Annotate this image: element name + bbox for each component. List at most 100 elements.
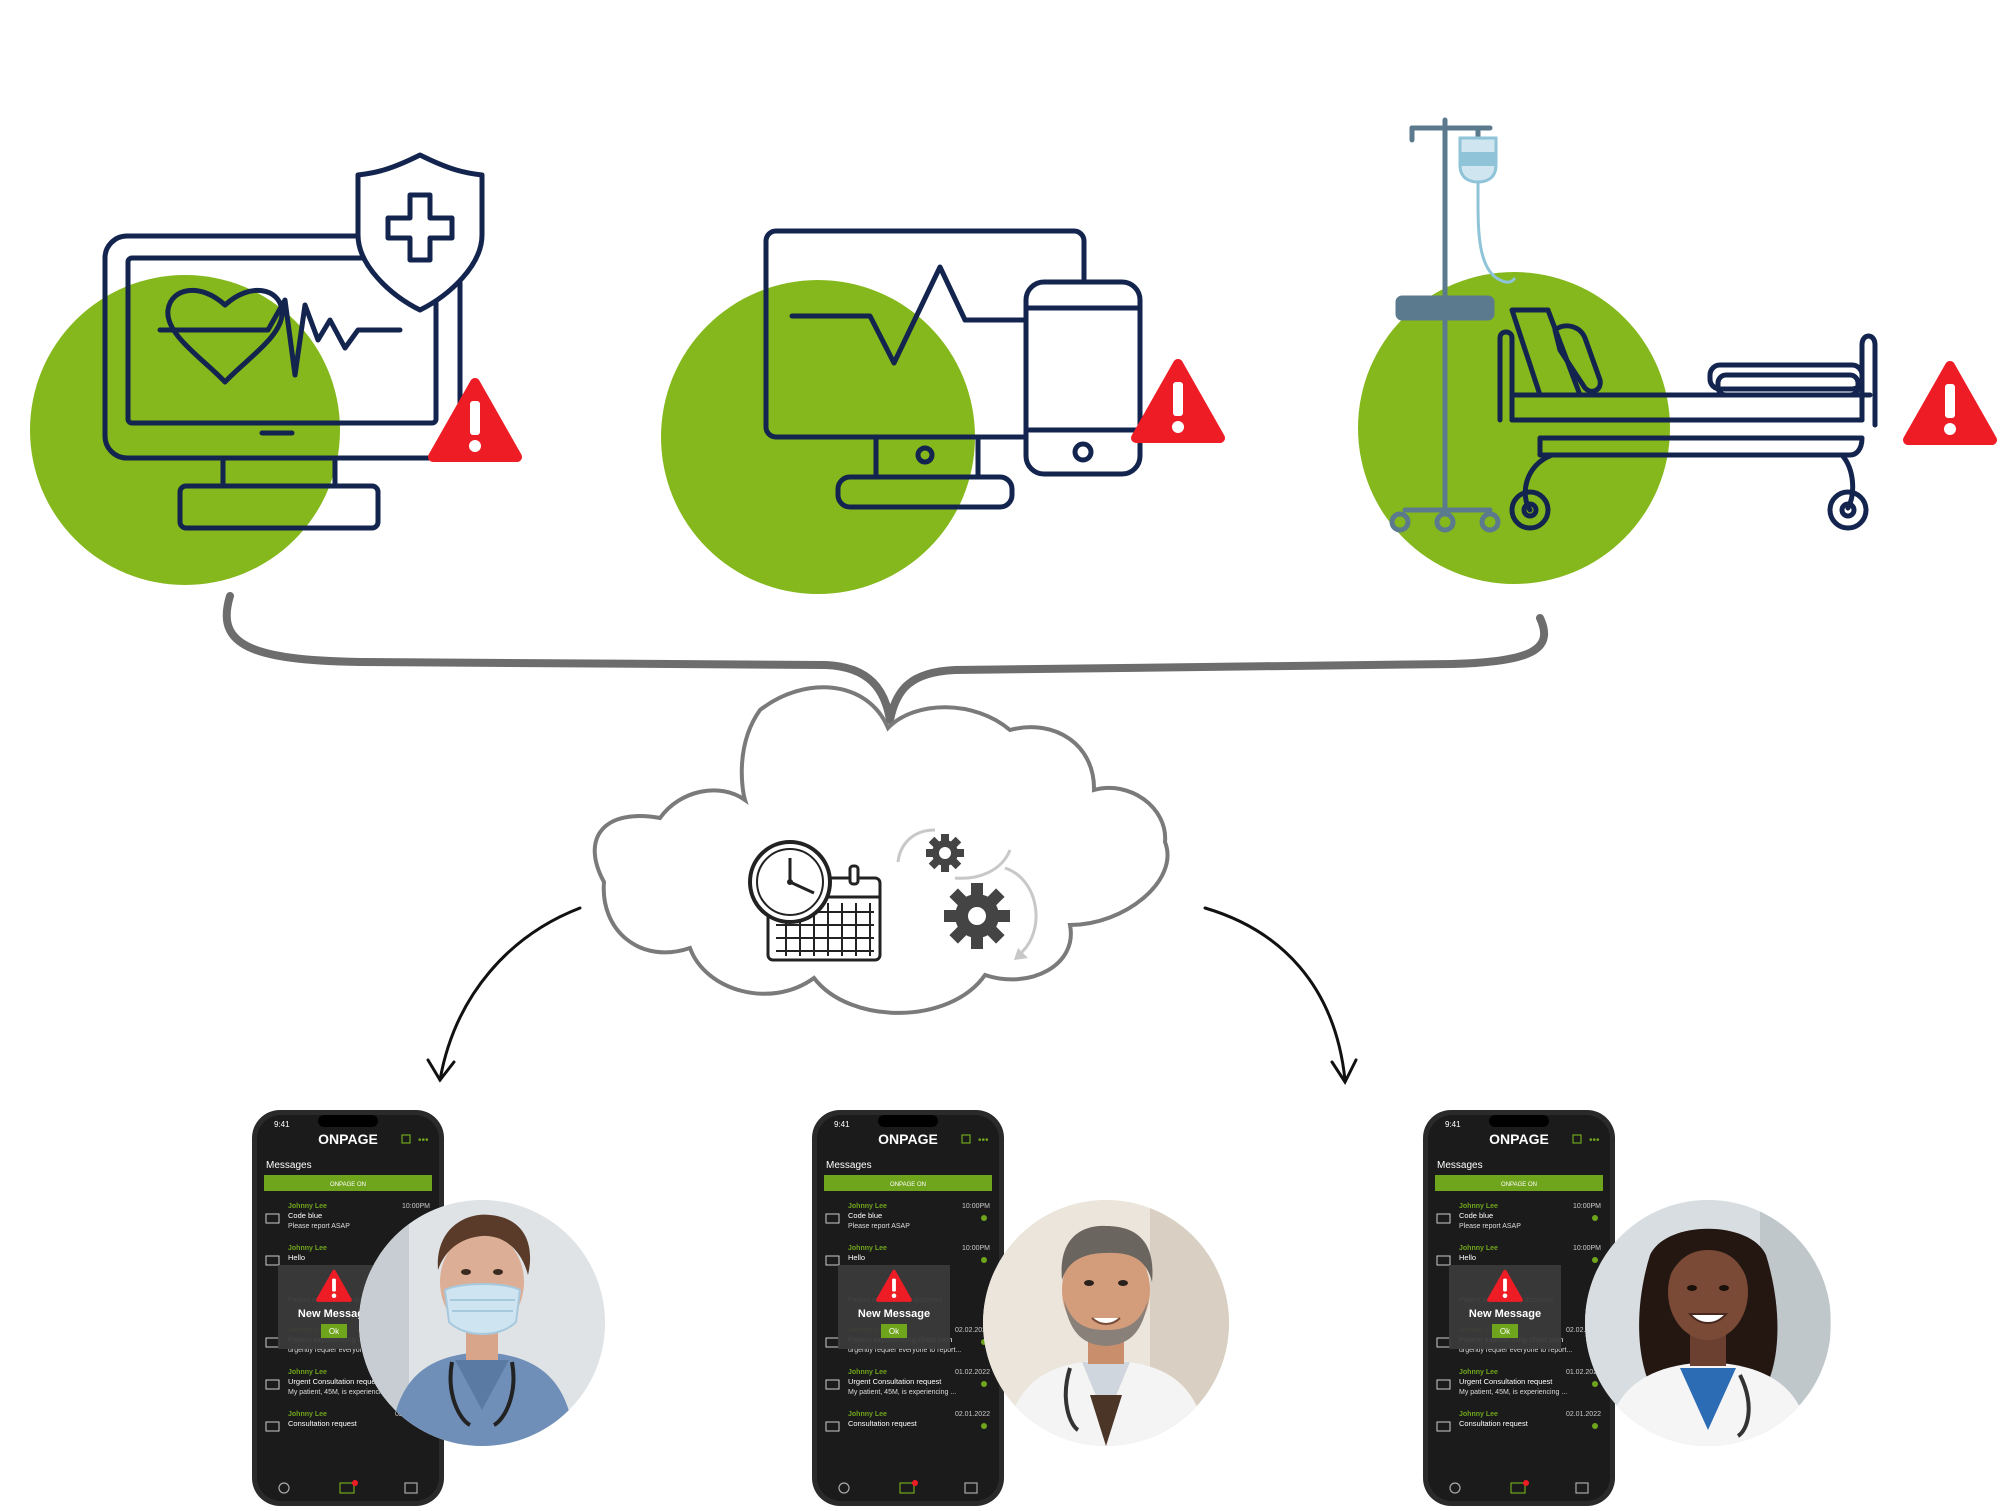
more-icon[interactable]: ••• [1589, 1135, 1600, 1146]
warning-icon [876, 1269, 912, 1302]
compose-icon[interactable] [1572, 1134, 1582, 1144]
message-subject: Hello [288, 1253, 305, 1262]
warning-icon [316, 1269, 352, 1302]
green-circle-1 [30, 275, 340, 585]
monitor-phone-device [661, 228, 1220, 594]
message-subject: Code blue [288, 1211, 322, 1220]
status-time: 9:41 [834, 1120, 850, 1129]
message-time: 02.01.2022 [1566, 1411, 1601, 1418]
converge-brace [222, 592, 1549, 724]
popup-ok-label[interactable]: Ok [329, 1327, 340, 1336]
brand-logo: ONPAGE [878, 1131, 938, 1147]
more-icon[interactable]: ••• [978, 1135, 989, 1146]
status-label: ONPAGE ON [330, 1182, 366, 1188]
messages-tab-icon[interactable] [899, 1482, 915, 1494]
nurse-photo [359, 1200, 605, 1446]
envelope-icon [265, 1255, 280, 1266]
envelope-icon [1436, 1421, 1451, 1432]
green-circle-3 [1358, 272, 1670, 584]
message-sender: Johnny Lee [1459, 1369, 1498, 1376]
settings-icon[interactable] [838, 1482, 850, 1494]
message-row[interactable]: Johnny Lee 10:00PM Hello [825, 1245, 990, 1266]
calendar-tab-icon[interactable] [1575, 1482, 1589, 1494]
message-preview: Please report ASAP [848, 1223, 910, 1230]
message-sender: Johnny Lee [1459, 1203, 1498, 1210]
warning-icon [1487, 1269, 1523, 1302]
warning-bar [892, 1278, 896, 1292]
popup-title: New Message [858, 1308, 930, 1320]
phone-notch [1489, 1115, 1549, 1127]
calendar-tab-icon[interactable] [404, 1482, 418, 1494]
heart-monitor-shield-icon [102, 152, 485, 531]
message-time: 02.02.2022 [1566, 1327, 1601, 1334]
message-time: 10:00PM [1573, 1203, 1601, 1210]
popup-ok-button[interactable] [1492, 1324, 1518, 1338]
message-subject: Hello [848, 1253, 865, 1262]
message-sender: Johnny Lee [288, 1369, 327, 1376]
message-preview: urgently requier everyone to report... [288, 1347, 401, 1354]
message-preview: urgently requier everyone to report... [848, 1347, 961, 1354]
messages-tab-icon[interactable] [339, 1482, 355, 1494]
hospital-bed-icon [1497, 307, 1878, 531]
heart-monitor-device [30, 152, 517, 585]
message-sender: Johnny Lee [1459, 1411, 1498, 1418]
status-bar [1435, 1175, 1603, 1191]
status-time: 9:41 [1445, 1120, 1461, 1129]
envelope-icon [825, 1379, 840, 1390]
warning-dot [1502, 1293, 1508, 1299]
envelope-icon [1436, 1255, 1451, 1266]
popup-ok-button[interactable] [321, 1324, 347, 1338]
unread-dot [981, 1423, 987, 1429]
envelope-icon [825, 1255, 840, 1266]
compose-icon[interactable] [401, 1134, 411, 1144]
notification-dot [352, 1480, 358, 1486]
settings-icon[interactable] [278, 1482, 290, 1494]
envelope-icon [1436, 1379, 1451, 1390]
status-label: ONPAGE ON [890, 1182, 926, 1188]
message-time: 10:00PM [1573, 1245, 1601, 1252]
hospital-bed-device [1358, 117, 1992, 584]
popup-title: New Message [1469, 1308, 1541, 1320]
popup-ok-label[interactable]: Ok [889, 1327, 900, 1336]
envelope-icon [265, 1213, 280, 1224]
message-sender: Johnny Lee [848, 1245, 887, 1252]
more-icon[interactable]: ••• [418, 1135, 429, 1146]
doctor-male-photo [983, 1200, 1229, 1446]
envelope-icon [825, 1213, 840, 1224]
phone-notch [318, 1115, 378, 1127]
unread-dot [1592, 1423, 1598, 1429]
message-preview: My patient, 45M, is experiencing ... [848, 1389, 956, 1396]
phone-notch [878, 1115, 938, 1127]
unread-dot [981, 1215, 987, 1221]
message-sender: Johnny Lee [848, 1411, 887, 1418]
warning-bar [1503, 1278, 1507, 1292]
arrow-left [426, 906, 582, 1083]
messages-tab-icon[interactable] [1510, 1482, 1526, 1494]
message-subject: Consultation request [848, 1419, 918, 1428]
message-time: 10:00PM [402, 1203, 430, 1210]
message-subject: Code blue [1459, 1211, 1493, 1220]
message-time: 10:00PM [962, 1245, 990, 1252]
message-preview: Please report ASAP [1459, 1223, 1521, 1230]
calendar-tab-icon[interactable] [964, 1482, 978, 1494]
message-sender: Johnny Lee [848, 1203, 887, 1210]
unread-dot [981, 1381, 987, 1387]
unread-dot [1592, 1381, 1598, 1387]
compose-icon[interactable] [961, 1134, 971, 1144]
popup-ok-button[interactable] [881, 1324, 907, 1338]
popup-ok-label[interactable]: Ok [1500, 1327, 1511, 1336]
envelope-icon [825, 1421, 840, 1432]
message-subject: Code blue [848, 1211, 882, 1220]
warning-dot [331, 1293, 337, 1299]
settings-icon[interactable] [1449, 1482, 1461, 1494]
